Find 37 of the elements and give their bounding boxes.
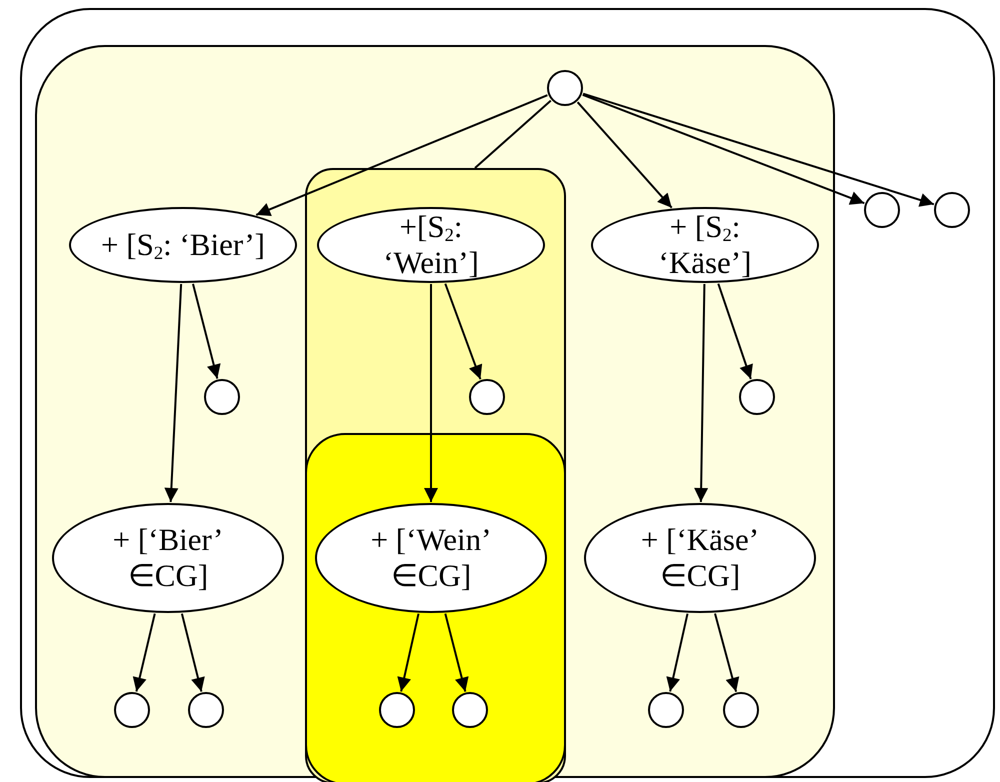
arrow [694,284,708,502]
circle-node [452,692,488,728]
ellipse-node: + [‘Bier’ ∈CG] [52,503,284,613]
arrow [424,284,438,502]
arrow [666,613,688,692]
circle-node [723,692,759,728]
group-region [305,433,566,782]
arrow [444,613,469,692]
arrow [582,94,865,205]
circle-node [469,379,505,415]
circle-node [739,379,775,415]
ellipse-node: + [‘Käse’ ∈CG] [584,503,816,613]
arrow [132,613,156,692]
circle-node [204,379,240,415]
arrow [256,94,548,216]
arrow [576,102,672,208]
connector-line [474,100,552,169]
ellipse-node: + [‘Wein’ ∈CG] [315,503,547,613]
circle-node [114,692,150,728]
circle-node [379,692,415,728]
ellipse-node: + [S$_{2}$: ‘Käse’] [591,207,819,283]
circle-node [648,692,684,728]
arrow [192,284,221,379]
group-region [305,168,566,782]
arrow [582,92,934,207]
circle-node [188,692,224,728]
circle-node [934,192,970,228]
arrow [397,613,420,692]
arrow [717,283,753,380]
circle-node [547,70,583,106]
circle-node [864,192,900,228]
ellipse-node: +[S$_{2}$: ‘Wein’] [317,207,545,283]
arrow [714,613,740,692]
arrow [180,613,205,692]
ellipse-node: + [S$_{2}$: ‘Bier’] [69,207,297,283]
arrow [164,284,182,502]
arrow [444,283,482,380]
